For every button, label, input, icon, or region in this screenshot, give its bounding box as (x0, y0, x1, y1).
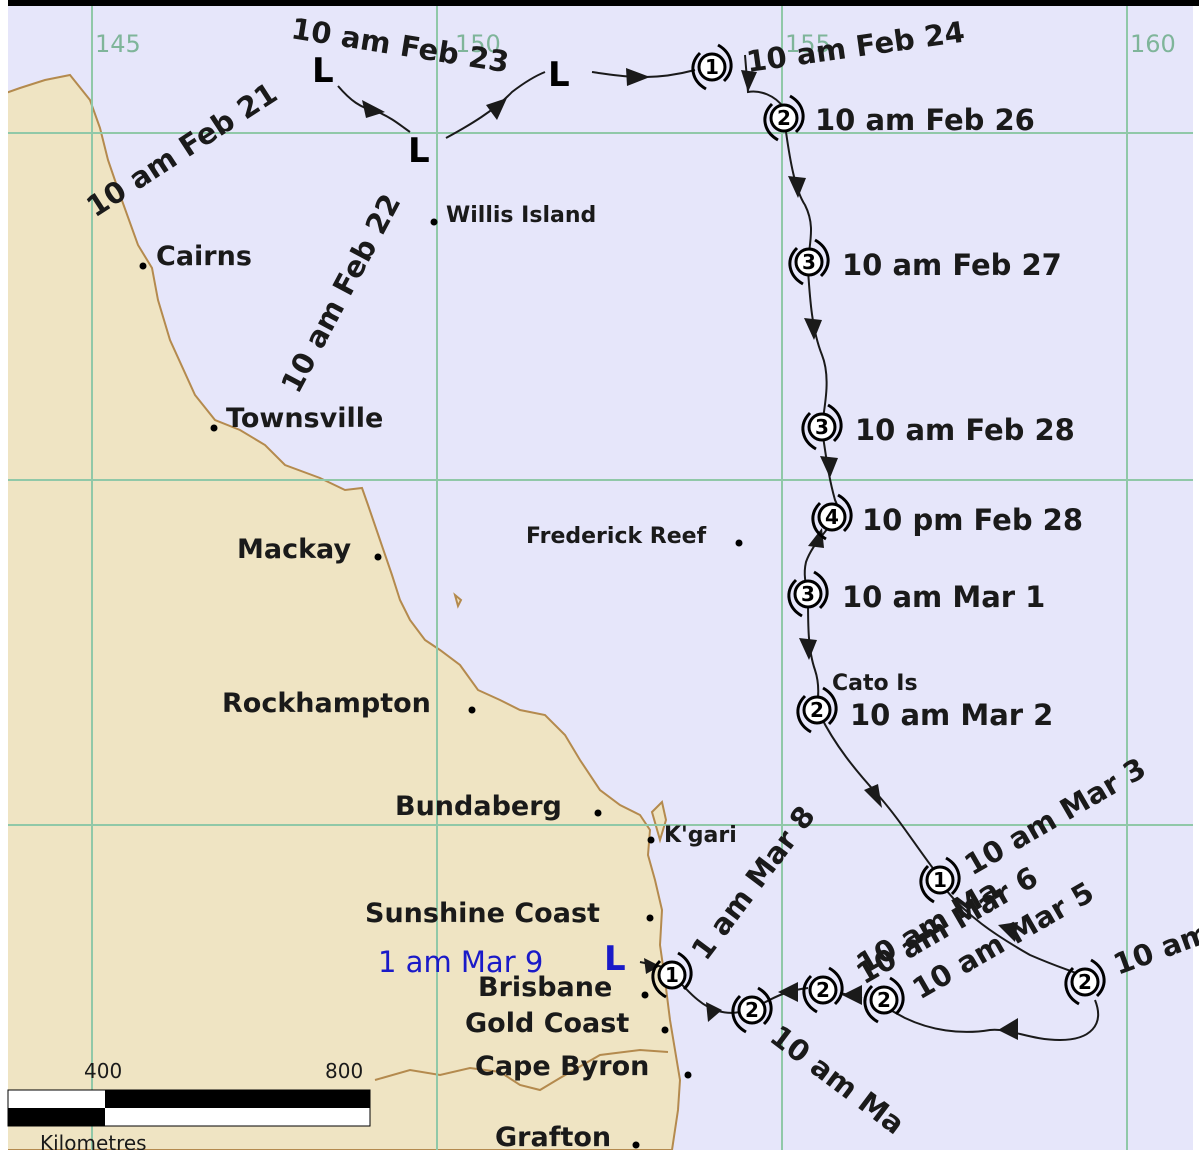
place-label: Gold Coast (465, 1008, 629, 1039)
svg-text:1: 1 (665, 963, 679, 987)
scale-bar: 400 800 Kilometres (7, 1059, 371, 1150)
cyclone-symbol: 1 (691, 43, 733, 91)
place-label: Townsville (226, 403, 383, 434)
place-label: Bundaberg (395, 791, 562, 822)
longitude-label: 160 (1130, 30, 1176, 58)
svg-text:2: 2 (877, 988, 891, 1012)
scale-label: 400 (84, 1059, 122, 1083)
scale-units: Kilometres (40, 1131, 147, 1150)
place-label: Cairns (156, 241, 252, 272)
cyclone-symbol: 3 (801, 403, 843, 451)
cyclone-symbol: 2 (731, 986, 773, 1034)
cyclone-symbols: 1 2 3 3 4 3 (651, 43, 1106, 1034)
track-label: 10 am Mar 1 (842, 580, 1045, 614)
map-frame-top (0, 0, 1199, 6)
current-position-label: 1 am Mar 9 (378, 945, 543, 979)
svg-text:2: 2 (777, 106, 791, 130)
track-label: 10 am Feb 28 (855, 413, 1075, 447)
cyclone-symbol: 2 (802, 966, 844, 1014)
island (453, 592, 463, 609)
svg-text:2: 2 (816, 978, 830, 1002)
svg-text:2: 2 (1078, 970, 1092, 994)
island (650, 800, 668, 844)
low-symbol: L (312, 51, 334, 91)
low-symbol: L (408, 131, 430, 171)
track-label: 10 am Feb 26 (815, 103, 1035, 137)
longitude-label: 145 (95, 30, 141, 58)
place-label: Cape Byron (475, 1051, 649, 1082)
cyclone-symbol: 2 (1064, 958, 1106, 1006)
cyclone-symbol: 3 (787, 570, 829, 618)
place-label: Mackay (237, 534, 351, 565)
track-arrows (362, 68, 1018, 1040)
svg-text:1: 1 (705, 55, 719, 79)
state-border (374, 1048, 669, 1092)
track-label: 10 pm Feb 28 (862, 503, 1083, 537)
cyclone-symbol: 4 (811, 493, 853, 541)
cyclone-symbol: 1 (651, 951, 693, 999)
place-label: Grafton (495, 1122, 611, 1150)
scale-label: 800 (325, 1059, 363, 1083)
place-label: Frederick Reef (526, 524, 707, 549)
longitude-label: 155 (785, 30, 831, 58)
cyclone-symbol: 3 (788, 238, 830, 286)
svg-text:2: 2 (745, 998, 759, 1022)
land-mass (0, 73, 682, 1150)
svg-text:1: 1 (933, 868, 947, 892)
cyclone-symbol: 2 (796, 686, 838, 734)
cyclone-symbol: 2 (863, 976, 905, 1024)
place-label: Willis Island (446, 203, 596, 228)
track-label: 10 am Mar 2 (850, 698, 1053, 732)
track-label: 10 am Feb 27 (842, 248, 1062, 282)
svg-text:4: 4 (825, 505, 839, 529)
place-dots (139, 218, 743, 1149)
svg-text:3: 3 (815, 415, 829, 439)
place-label: K'gari (664, 823, 737, 848)
low-symbol: L (548, 55, 570, 95)
map-frame-right (1193, 6, 1199, 1150)
svg-text:2: 2 (810, 698, 824, 722)
place-label: Cato Is (832, 671, 918, 696)
low-symbol: L (604, 939, 626, 979)
svg-text:3: 3 (801, 582, 815, 606)
longitude-label: 150 (455, 30, 501, 58)
cyclone-symbol: 2 (763, 94, 805, 142)
cyclone-symbol: 1 (919, 856, 961, 904)
place-label: Sunshine Coast (365, 898, 600, 929)
place-label: Brisbane (478, 972, 612, 1003)
place-label: Rockhampton (222, 688, 431, 719)
graticule (8, 5, 1199, 1150)
map-frame-left (0, 0, 8, 1150)
svg-text:3: 3 (802, 250, 816, 274)
